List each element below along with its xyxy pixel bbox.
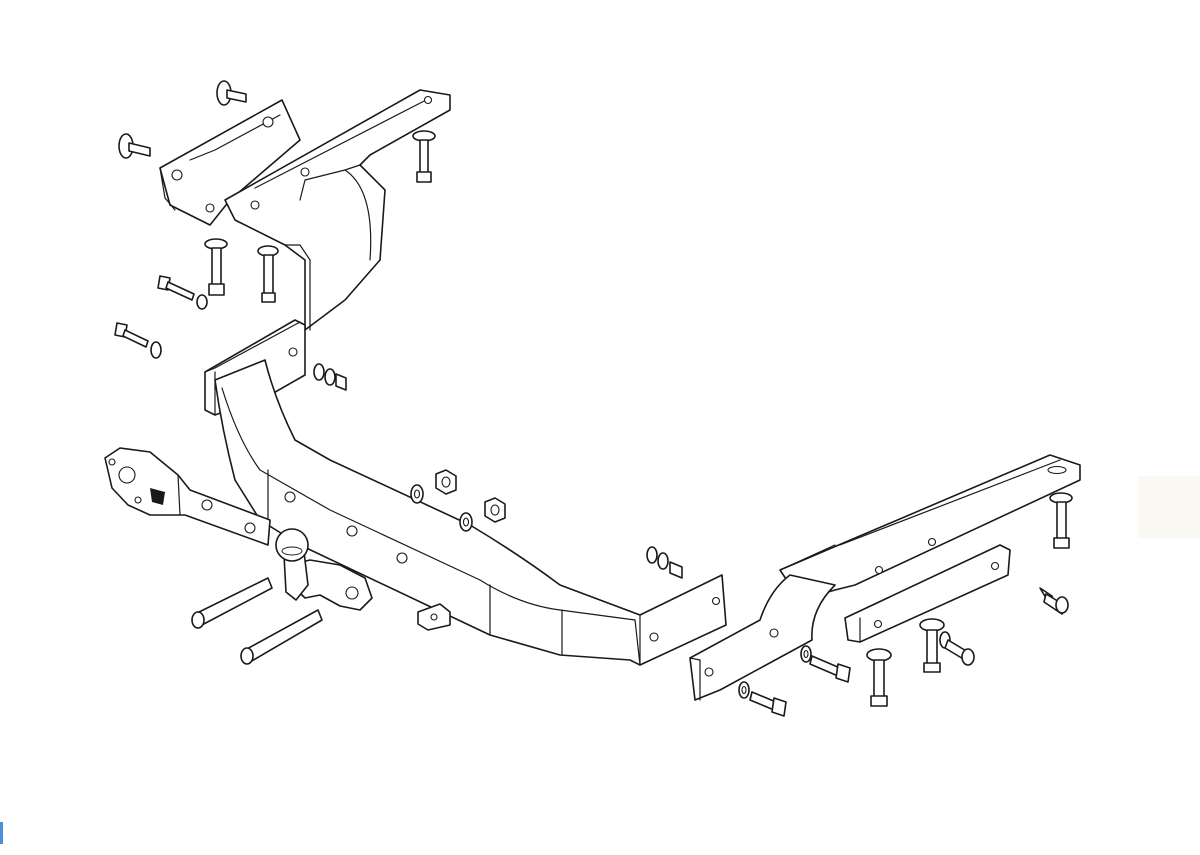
bolt — [866, 648, 892, 707]
bolt — [412, 130, 436, 183]
bolt — [191, 577, 273, 629]
bolt — [1039, 587, 1069, 615]
washer — [738, 681, 750, 699]
bolts-left — [114, 80, 436, 665]
nut — [313, 363, 347, 391]
nut — [484, 497, 506, 523]
washer — [410, 484, 424, 504]
washer — [800, 645, 812, 663]
tow-ball-assembly — [275, 528, 373, 611]
bolt — [240, 609, 323, 665]
washer — [459, 512, 473, 532]
right-bracket — [689, 454, 1081, 701]
edge-patch — [1138, 476, 1200, 538]
left-upper-bracket — [159, 89, 451, 416]
bolt — [1049, 492, 1073, 549]
bolt — [216, 80, 247, 106]
crossbar — [214, 359, 727, 666]
nut — [646, 546, 683, 579]
bolts-right — [738, 492, 1073, 717]
bolt — [204, 238, 228, 296]
edge-mark — [0, 822, 3, 844]
bolt — [919, 618, 945, 673]
bolt — [157, 275, 208, 310]
bolt — [114, 322, 162, 359]
bolt — [809, 655, 851, 683]
bolt — [257, 245, 279, 303]
nuts-washers-center — [313, 363, 683, 579]
bolt — [939, 631, 975, 666]
bolt — [749, 691, 787, 717]
electrical-socket-plate — [104, 447, 271, 546]
bolt — [118, 133, 151, 159]
nut — [435, 469, 457, 495]
